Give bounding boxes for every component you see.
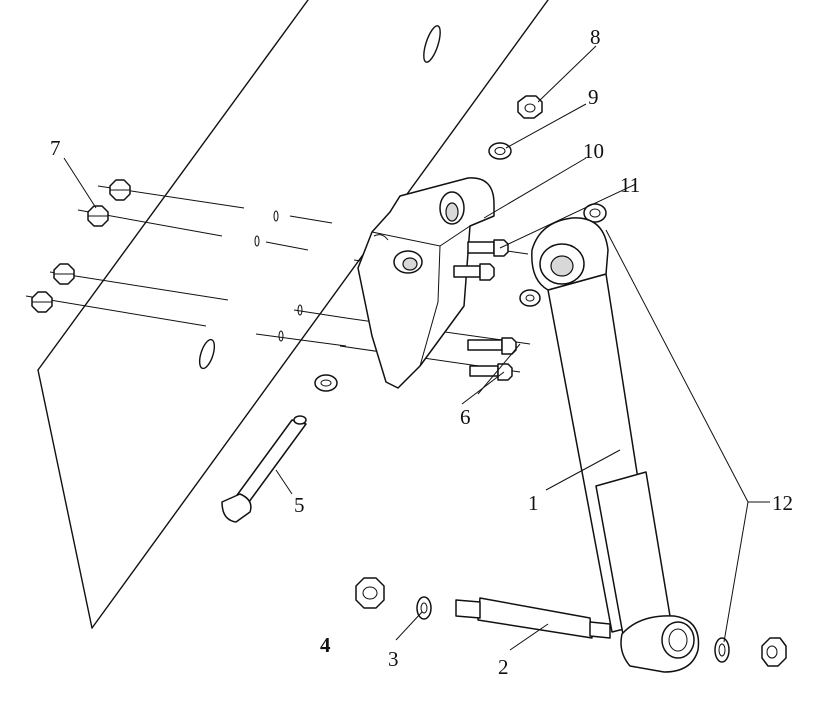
label-1: 1 (528, 491, 539, 515)
label-12: 12 (772, 491, 793, 515)
pin-2 (455, 597, 611, 639)
bolt-icon (467, 337, 517, 355)
label-8: 8 (590, 25, 601, 49)
label-11: 11 (620, 173, 640, 197)
nut-8 (517, 95, 543, 119)
bracket-10 (357, 177, 495, 389)
washer-left (314, 374, 338, 392)
bolt-icon (469, 363, 513, 381)
nut-icon (53, 263, 75, 285)
bolt-5 (221, 415, 307, 523)
label-3: 3 (388, 647, 399, 671)
callout-labels: 8 9 10 11 7 6 1 5 12 4 3 2 (50, 25, 793, 679)
bolts-11 (453, 239, 509, 281)
label-2: 2 (498, 655, 509, 679)
nut-bottom-right (761, 637, 787, 667)
frame-rail (37, 0, 549, 629)
label-7: 7 (50, 136, 61, 160)
washer-12-mid (519, 289, 541, 307)
nut-4 (355, 577, 385, 609)
washer-12-top (583, 203, 607, 223)
label-4: 4 (320, 633, 331, 657)
bolt-icon (467, 239, 509, 257)
nut-icon (87, 205, 109, 227)
washer-9 (488, 142, 512, 160)
label-5: 5 (294, 493, 305, 517)
bolts-6 (467, 337, 517, 381)
nut-7-group (31, 179, 131, 313)
nut-icon (109, 179, 131, 201)
shock-absorber-1 (531, 217, 700, 673)
bolt-icon (453, 263, 495, 281)
washer-12-bottom (714, 637, 730, 663)
leader-lines (63, 45, 770, 651)
label-6: 6 (460, 405, 471, 429)
label-9: 9 (588, 85, 599, 109)
label-10: 10 (583, 139, 604, 163)
nut-icon (31, 291, 53, 313)
